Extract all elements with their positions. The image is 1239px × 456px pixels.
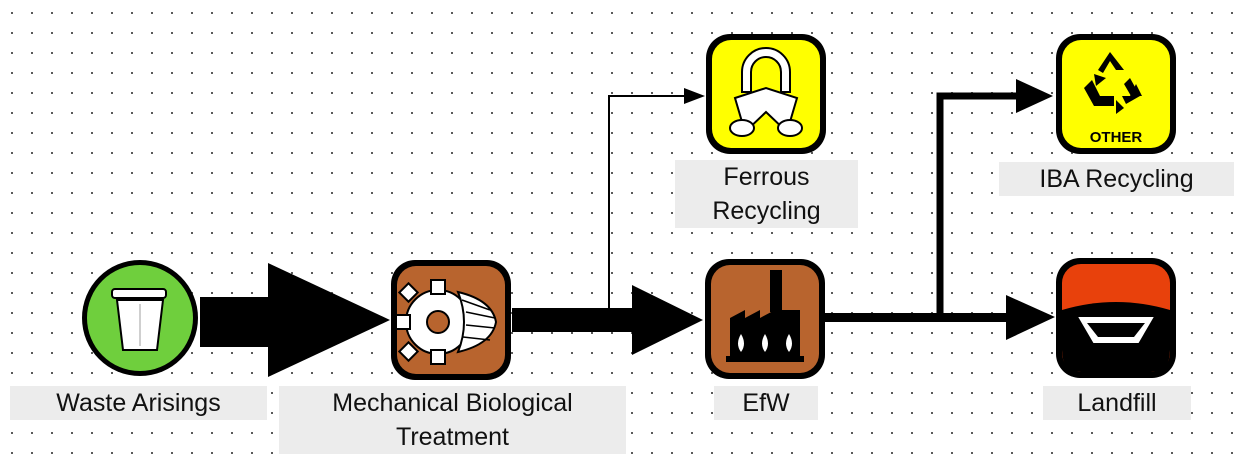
edge-waste-to-mbt [200,263,390,377]
label-landfill: Landfill [1043,386,1191,420]
landfill-icon [1062,302,1170,372]
label-line: Recycling [712,197,821,225]
label-line: Treatment [395,423,509,451]
bin-icon [111,288,167,351]
label-line: EfW [742,389,790,417]
label-line: Mechanical Biological [332,389,573,417]
label-line: Ferrous [723,163,810,191]
node-box-fill [1062,40,1170,148]
edge-mbt-to-efw [512,285,703,355]
label-efw: EfW [714,386,818,420]
edge-efw-to-iba [936,79,1053,316]
label-line: Landfill [1077,389,1157,417]
label-line: IBA Recycling [1039,165,1194,193]
recycle-icon [1084,52,1142,114]
label-mbt: Mechanical Biological Treatment [279,386,626,454]
magnet-icon [729,47,803,137]
iba-icon-text: OTHER [1090,129,1143,146]
label-waste-arisings: Waste Arisings [10,386,267,420]
node-efw[interactable] [705,259,825,379]
gear-turbine-icon [395,279,498,365]
node-iba-recycling[interactable]: OTHER [1056,34,1176,154]
factory-icon [726,270,804,362]
edge-mbt-to-ferrous [608,88,705,308]
label-line: Waste Arisings [56,389,221,417]
label-ferrous-recycling: Ferrous Recycling [675,160,858,228]
node-ferrous-recycling[interactable] [706,34,826,154]
node-waste-arisings[interactable] [82,260,198,376]
edge-efw-to-landfill [825,295,1055,340]
node-landfill[interactable] [1056,258,1176,378]
node-mbt[interactable] [391,260,511,380]
label-iba-recycling: IBA Recycling [999,162,1234,196]
